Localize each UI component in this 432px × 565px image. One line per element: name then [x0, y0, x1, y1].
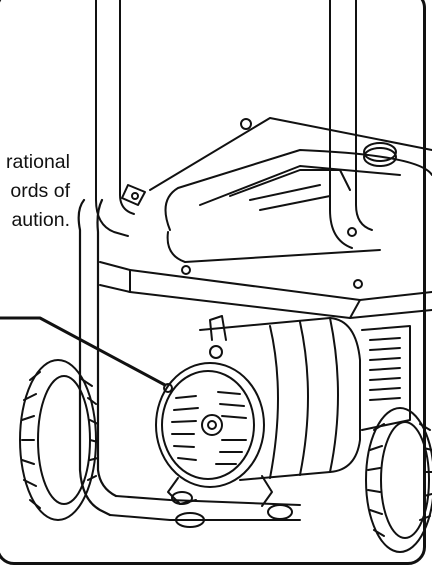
- left-wheel: [19, 359, 99, 521]
- front-frame-tube: [77, 198, 301, 521]
- rear-frame-tube: [95, 0, 373, 249]
- alternator: [199, 315, 361, 481]
- fuel-tank: [149, 117, 432, 289]
- instruction-text: rational ords of aution.: [6, 148, 70, 235]
- text-line-2: ords of: [10, 180, 70, 202]
- engine-vents: [361, 325, 411, 431]
- right-wheel: [365, 407, 432, 553]
- text-line-3: aution.: [11, 209, 70, 231]
- engine-mounts: [167, 475, 293, 528]
- alternator-end-cover: [155, 362, 265, 488]
- handle-bracket: [121, 184, 146, 206]
- text-line-1: rational: [6, 151, 70, 173]
- tank-tray: [99, 261, 432, 319]
- callout-leader-line: [0, 316, 167, 387]
